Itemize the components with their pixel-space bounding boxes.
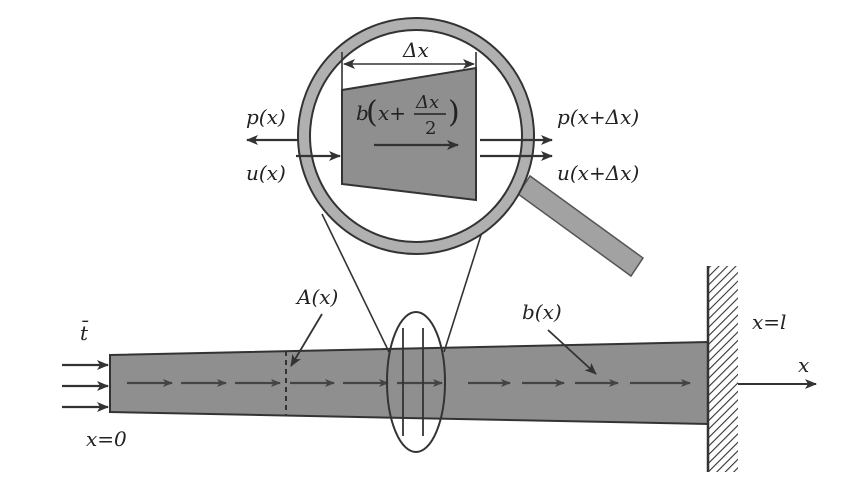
p-right-label: p(x+Δx) bbox=[557, 105, 639, 129]
u-left-label: u(x) bbox=[246, 161, 286, 185]
magnifier-handle bbox=[516, 174, 645, 278]
area-label: A(x) bbox=[295, 285, 338, 309]
b-arg-frac-num: Δx bbox=[415, 92, 439, 113]
u-right-label: u(x+Δx) bbox=[557, 161, 639, 185]
traction-label: t̄ bbox=[80, 320, 89, 345]
b-label: b bbox=[356, 101, 369, 125]
projection-line-right bbox=[443, 231, 483, 353]
p-left-label: p(x) bbox=[246, 105, 286, 129]
slice-highlight-ellipse bbox=[386, 311, 446, 453]
b-arg-x: x+ bbox=[378, 101, 406, 125]
differential-element bbox=[341, 66, 477, 202]
body-force-label: b(x) bbox=[522, 300, 562, 324]
b-arg-open-paren: ( bbox=[366, 95, 378, 130]
x-l-label: x=l bbox=[752, 310, 786, 334]
fixed-wall-support bbox=[708, 266, 738, 472]
b-arg-close-paren: ) bbox=[448, 95, 460, 130]
delta-x-label: Δx bbox=[402, 38, 429, 62]
traction-arrows bbox=[62, 360, 109, 412]
x-axis-label: x bbox=[798, 353, 809, 377]
projection-line-left bbox=[321, 213, 390, 353]
x-zero-label: x=0 bbox=[86, 427, 127, 451]
b-arg-frac-den: 2 bbox=[425, 118, 436, 139]
area-leader-arrow bbox=[290, 313, 323, 367]
body-force-leader-arrow bbox=[547, 329, 597, 375]
